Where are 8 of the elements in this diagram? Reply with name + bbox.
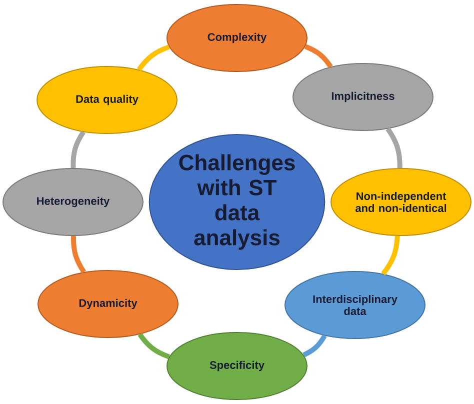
ring-segment	[71, 236, 86, 274]
ring-segment	[302, 334, 327, 358]
ring-segment	[70, 130, 86, 168]
ring-segment	[138, 332, 170, 360]
ring-segment	[136, 44, 170, 72]
ring-segment	[386, 127, 402, 168]
ring-segment	[304, 44, 333, 68]
ring-segment	[381, 236, 400, 276]
